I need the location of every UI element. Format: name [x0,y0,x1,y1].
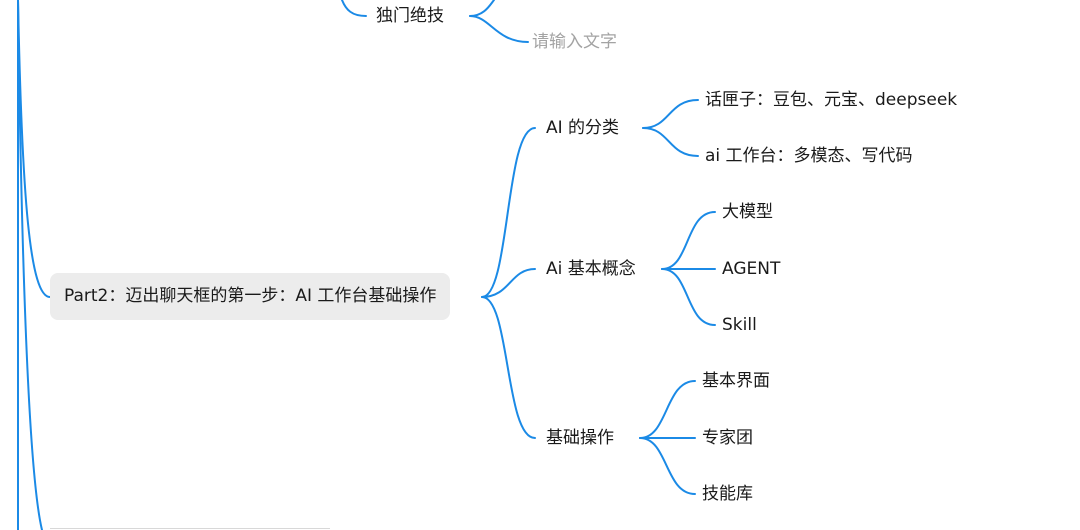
node-to-placeholder-line [469,15,529,43]
node-part2[interactable]: Part2：迈出聊天框的第一步：AI 工作台基础操作 [50,273,451,320]
node-to-upper-child-line [469,0,495,17]
node-skill-library[interactable]: 技能库 [702,484,753,504]
node-duomen-jueji[interactable]: 独门绝技 [376,6,444,26]
basic-ops-child3-line [639,437,696,495]
node-skill[interactable]: Skill [722,315,757,335]
part2-to-ai-classify-line [481,127,536,298]
node-ai-classification[interactable]: AI 的分类 [546,118,620,138]
ai-concepts-child1-line [661,211,716,270]
node-input-placeholder[interactable]: 请输入文字 [532,32,617,52]
node-expert-team[interactable]: 专家团 [702,428,753,448]
node-chatbox-tools[interactable]: 话匣子：豆包、元宝、deepseek [705,90,958,110]
node-agent[interactable]: AGENT [722,259,781,279]
basic-ops-child1-line [639,380,696,439]
node-basic-interface[interactable]: 基本界面 [702,371,770,391]
root-to-bottom-line [17,0,43,530]
part2-to-basic-ops-line [481,296,536,439]
ai-classify-child2-line [642,127,699,157]
node-ai-basic-concepts[interactable]: Ai 基本概念 [546,259,636,279]
node-basic-operations[interactable]: 基础操作 [546,428,614,448]
part2-to-ai-concepts-line [481,268,536,298]
node-ai-workbench[interactable]: ai 工作台：多模态、写代码 [705,146,913,166]
node-large-model[interactable]: 大模型 [722,202,773,222]
bottom-divider [50,528,330,529]
top-parent-to-node-line [341,0,367,17]
ai-classify-child1-line [642,99,699,129]
ai-concepts-child3-line [661,268,716,326]
